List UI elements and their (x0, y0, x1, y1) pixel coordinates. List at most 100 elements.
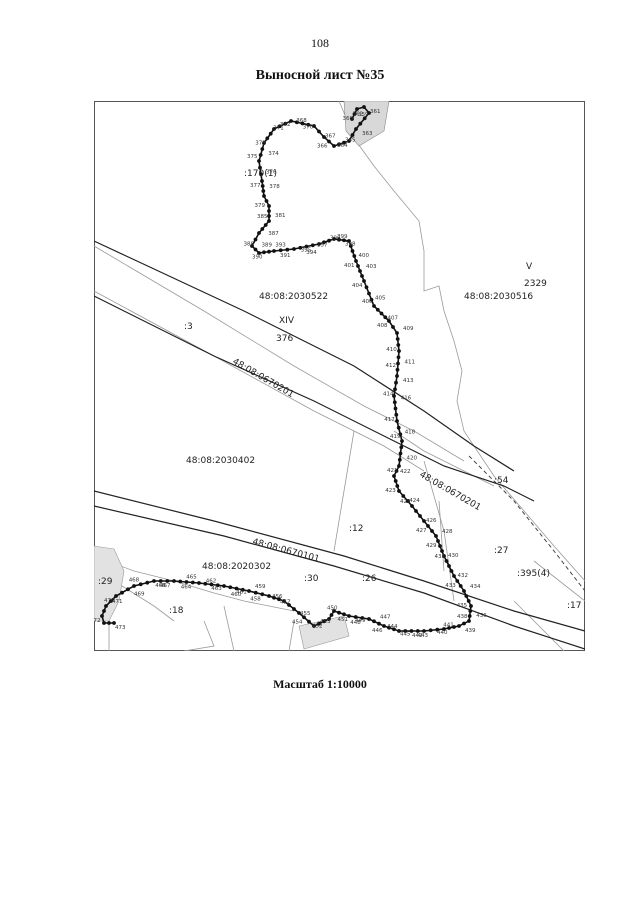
boundary-point (285, 247, 290, 252)
boundary-point (317, 129, 321, 134)
boundary-point (312, 624, 316, 628)
boundary-point (375, 307, 380, 312)
point-label: 408 (377, 323, 388, 329)
point-label: 401 (344, 263, 355, 269)
point-label: 461 (236, 589, 247, 595)
boundary-point (262, 250, 266, 255)
boundary-point (282, 599, 286, 603)
boundary-point (399, 445, 404, 450)
boundary-point (120, 590, 124, 595)
boundary-point (277, 597, 281, 602)
point-label: 419 (390, 434, 401, 440)
boundary-point (395, 419, 399, 423)
boundary-point (394, 469, 399, 473)
boundary-point (414, 509, 418, 513)
boundary-point (350, 249, 355, 253)
sheet-title: Выносной лист №35 (255, 68, 385, 83)
point-label: 389 (262, 243, 273, 249)
boundary-point (292, 247, 296, 251)
boundary-point (152, 579, 156, 583)
point-label: 425 (400, 499, 411, 505)
boundary-point (337, 142, 341, 147)
boundary-point (458, 584, 463, 588)
point-label: 447 (380, 614, 391, 620)
boundary-point (348, 244, 353, 248)
point-label: 396 (330, 235, 341, 241)
boundary-point (360, 616, 365, 620)
boundary-point (258, 153, 263, 157)
boundary-point (310, 243, 315, 248)
boundary-point (364, 285, 369, 290)
boundary-point (267, 209, 271, 213)
boundary-point (395, 374, 399, 378)
boundary-point (467, 619, 471, 623)
boundary-point (267, 204, 271, 208)
boundary-point (329, 613, 334, 617)
boundary-point (107, 621, 111, 625)
point-label: 430 (448, 553, 459, 559)
point-label: 398 (345, 242, 356, 248)
boundary-point (452, 625, 456, 629)
point-label: 378 (269, 184, 280, 190)
boundary-point (267, 249, 271, 254)
boundary-point (215, 583, 220, 588)
point-label: 431 (435, 554, 446, 560)
boundary-point (387, 625, 391, 630)
point-label: 432 (458, 573, 469, 579)
boundary-point (267, 594, 271, 598)
point-label: 371 (273, 126, 284, 132)
roman-v: V (526, 262, 533, 272)
point-label: 406 (362, 299, 373, 305)
point-label: 470 (104, 598, 115, 604)
point-label: 452 (312, 623, 323, 629)
boundary-point (228, 585, 233, 590)
point-label: 370 (303, 124, 314, 130)
boundary-point (397, 464, 401, 468)
boundary-point (178, 579, 183, 584)
boundary-point (253, 237, 258, 242)
point-label: 360 (343, 116, 354, 122)
boundary-point (112, 621, 116, 625)
boundary-point (401, 494, 406, 498)
parcel-12: :12 (349, 524, 363, 534)
parcel-29: :29 (98, 577, 113, 587)
point-label: 413 (403, 378, 414, 384)
boundary-point (332, 144, 336, 148)
point-label: 361 (370, 109, 381, 115)
point-label: 409 (403, 326, 414, 332)
point-label: 421 (387, 468, 398, 474)
boundary-point (372, 619, 376, 624)
boundary-point (383, 315, 388, 320)
boundary-point (260, 179, 264, 183)
boundary-point (410, 504, 414, 508)
boundary-point (260, 147, 265, 151)
boundary-point (430, 529, 434, 533)
boundary-point (317, 242, 321, 246)
boundary-point (102, 609, 106, 613)
point-label: 472 (94, 618, 101, 624)
point-label: 387 (268, 231, 279, 237)
point-label: 435 (457, 603, 468, 609)
boundary-point (396, 361, 400, 366)
point-label: 438 (457, 614, 468, 620)
cadastral-2030522: 48:08:2030522 (259, 292, 328, 302)
boundary-point (312, 124, 316, 128)
boundary-point (396, 425, 401, 430)
boundary-point (306, 122, 311, 127)
point-label: 377 (250, 183, 261, 189)
boundary-point (342, 238, 346, 243)
roman-xiv: XIV (279, 316, 295, 326)
road-corridors (94, 240, 585, 650)
boundary-point (264, 199, 269, 203)
point-label: 366 (317, 144, 328, 150)
boundary-point (395, 367, 400, 372)
point-label: 451 (338, 617, 349, 623)
point-label: 463 (211, 586, 222, 592)
point-label: 391 (280, 253, 291, 259)
point-label: 424 (409, 498, 420, 504)
boundary-point (397, 457, 402, 462)
point-label: 469 (134, 591, 145, 597)
point-label: 450 (327, 606, 338, 612)
point-label: 411 (405, 359, 416, 365)
point-label: 441 (443, 623, 454, 629)
